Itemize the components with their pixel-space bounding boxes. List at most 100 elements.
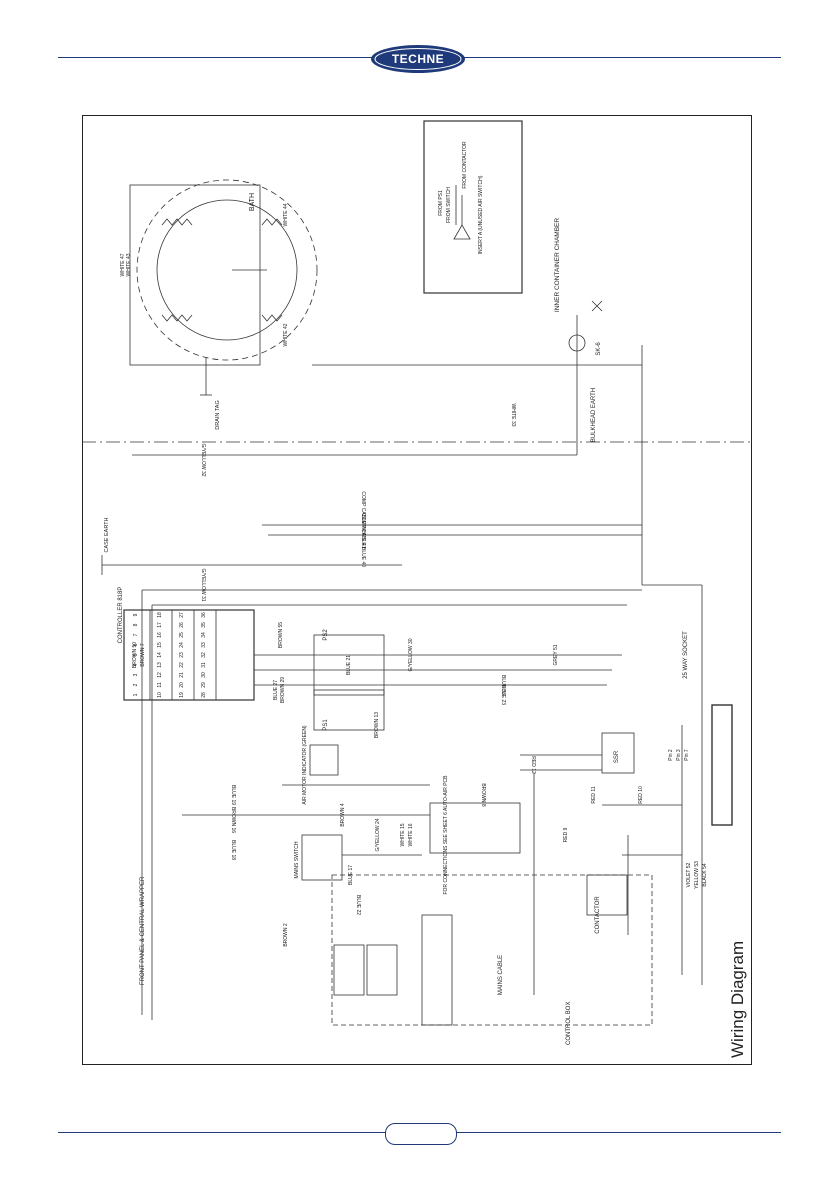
wire-white-15: WHITE 15 (400, 823, 406, 846)
wire-brown-13: BROWN 13 (374, 712, 380, 738)
wire-yellow-53: YELLOW 53 (694, 861, 700, 889)
wire-brown-16: BROWN 16 (230, 807, 236, 833)
controller-terminal: 19 (179, 692, 185, 698)
controller-terminal: 9 (133, 613, 139, 616)
front-panel-label: FRONT PANEL & CENTRAL WRAPPER (140, 876, 146, 985)
controller-terminal: 23 (179, 652, 185, 658)
wire-black-54: BLACK 54 (702, 863, 708, 887)
wire-blue-27: BLUE 27 (273, 680, 279, 700)
wire-white-33: WHITE 33 (510, 403, 516, 426)
wire-brown-29: BROWN 29 (280, 677, 286, 703)
wire-white-47: WHITE 47 (120, 253, 126, 276)
controller-terminal: 15 (157, 642, 163, 648)
wire-blue-19: BLUE 19 (230, 785, 236, 805)
wire-red-10: RED 10 (638, 786, 644, 804)
drain-tag-label: DRAIN TAG (215, 400, 221, 429)
ps2-switch (313, 634, 385, 696)
contactor-label: CONTACTOR (595, 896, 601, 934)
wire-brown-7: BROWN 7 (140, 643, 146, 667)
controller-terminal: 27 (179, 612, 185, 618)
bath-inner (156, 199, 298, 341)
controller-terminal: 21 (179, 672, 185, 678)
from-contactor-label: FROM CONTACTOR (462, 141, 468, 189)
contactor-block (586, 874, 628, 916)
mains-cable-label: MAINS CABLE (498, 955, 504, 995)
wire-gy-31: G/YELLOW 31 (200, 568, 206, 601)
bath-label: BATH (249, 193, 256, 211)
controller-terminal: 5 (133, 653, 139, 656)
controller-terminal: 20 (179, 682, 185, 688)
controller-terminal: 28 (201, 692, 207, 698)
air-switch-label: AIR MOTOR INDICATOR (GREEN) (302, 725, 308, 805)
socket-25-label: 25 WAY SOCKET (683, 631, 689, 679)
socket-25-way (711, 704, 733, 826)
mains-switch-label: MAINS SWITCH (294, 841, 300, 878)
sk6-label: SK-6 (596, 342, 602, 356)
inner-container-label: INNER CONTAINER CHAMBER (554, 218, 561, 312)
controller-terminal: 24 (179, 642, 185, 648)
wire-blue-56: BLUE 56 (500, 675, 506, 695)
controller-terminal: 14 (157, 652, 163, 658)
wire-gy-30: G/YELLOW 30 (408, 638, 414, 671)
diagram-title: Wiring Diagram (728, 940, 747, 1058)
wire-grey-51: GREY 51 (553, 644, 559, 665)
bath-outline (136, 179, 318, 361)
wire-blue-22: BLUE 22 (355, 895, 361, 915)
controller-terminal: 17 (157, 622, 163, 628)
ps2-label: PS2 (323, 629, 329, 641)
choke-2 (366, 944, 398, 996)
page-number-tab (385, 1123, 457, 1145)
insert-a-label: INSERT A (UNUSED AIR SWITCH) (478, 175, 484, 254)
wire-brown-8: BROWN 8 (480, 783, 486, 807)
wire-blue-18: BLUE 18 (230, 840, 236, 860)
wire-red-9: RED 9 (563, 827, 569, 842)
controller-terminal: 16 (157, 632, 163, 638)
controller-terminal: 31 (201, 662, 207, 668)
wire-gy-32: G/YELLOW 32 (200, 443, 206, 476)
controller-terminal: 33 (201, 642, 207, 648)
controller-terminal: 25 (179, 632, 185, 638)
auto-air-label: FOR CONNECTIONS SEE SHEET 6 AUTO-AIR PCB (443, 775, 449, 895)
controller-terminal: 30 (201, 672, 207, 678)
auto-air-pcb (429, 802, 521, 854)
terminal-strip (421, 914, 453, 1026)
heater-element-icon (261, 314, 283, 322)
wire-pin-7: Pin 7 (684, 749, 690, 761)
from-switch-label: FROM SWITCH (446, 187, 452, 223)
control-box-label: CONTROL BOX (566, 1002, 572, 1045)
wire-white-16: WHITE 16 (408, 823, 414, 846)
wire-red-11: RED 11 (591, 786, 597, 803)
controller-label: CONTROLLER 818P (118, 587, 124, 644)
air-switch-icon (453, 224, 471, 240)
air-motor-indicator (309, 744, 339, 776)
heater-frame (129, 184, 261, 366)
controller-terminal: 18 (157, 612, 163, 618)
techne-logo: TECHNE (370, 44, 466, 74)
controller-terminal: 1 (133, 693, 139, 696)
ps1-label: PS1 (323, 719, 329, 731)
controller-terminal: 7 (133, 633, 139, 636)
controller-terminal: 8 (133, 623, 139, 626)
wire-blue-23: BLUE 23 (500, 685, 506, 705)
brand-name: TECHNE (391, 52, 445, 66)
wire-pin-3: Pin 3 (676, 749, 682, 761)
wire-comp-blue-40: COMP CABLE BLUE 40 (360, 513, 366, 567)
from-ps1-label: FROM PS1 (438, 190, 444, 216)
controller-terminal: 12 (157, 672, 163, 678)
heater-element-icon (161, 218, 193, 226)
wire-violet-52: VIOLET 52 (686, 862, 692, 887)
controller-terminal: 35 (201, 622, 207, 628)
heater-element-icon (261, 218, 283, 226)
ps1-switch (313, 689, 385, 731)
wiring-diagram: BATH INNER CONTAINER CHAMBER FROM PS1 FR… (82, 120, 750, 1045)
wire-red-12: RED 12 (530, 756, 536, 774)
controller-terminal: 34 (201, 632, 207, 638)
bulkhead-earth-label: BULKHEAD EARTH (591, 388, 597, 442)
wire-white-44: WHITE 44 (283, 203, 289, 226)
controller-terminal: 2 (133, 683, 139, 686)
controller-terminal: 22 (179, 662, 185, 668)
case-earth-label: CASE EARTH (104, 517, 110, 552)
inner-container-box (423, 120, 523, 294)
wire-brown-50: BROWN 50 (132, 642, 138, 668)
controller-terminals: 1234567891011121314151617181920212223242… (133, 612, 207, 698)
